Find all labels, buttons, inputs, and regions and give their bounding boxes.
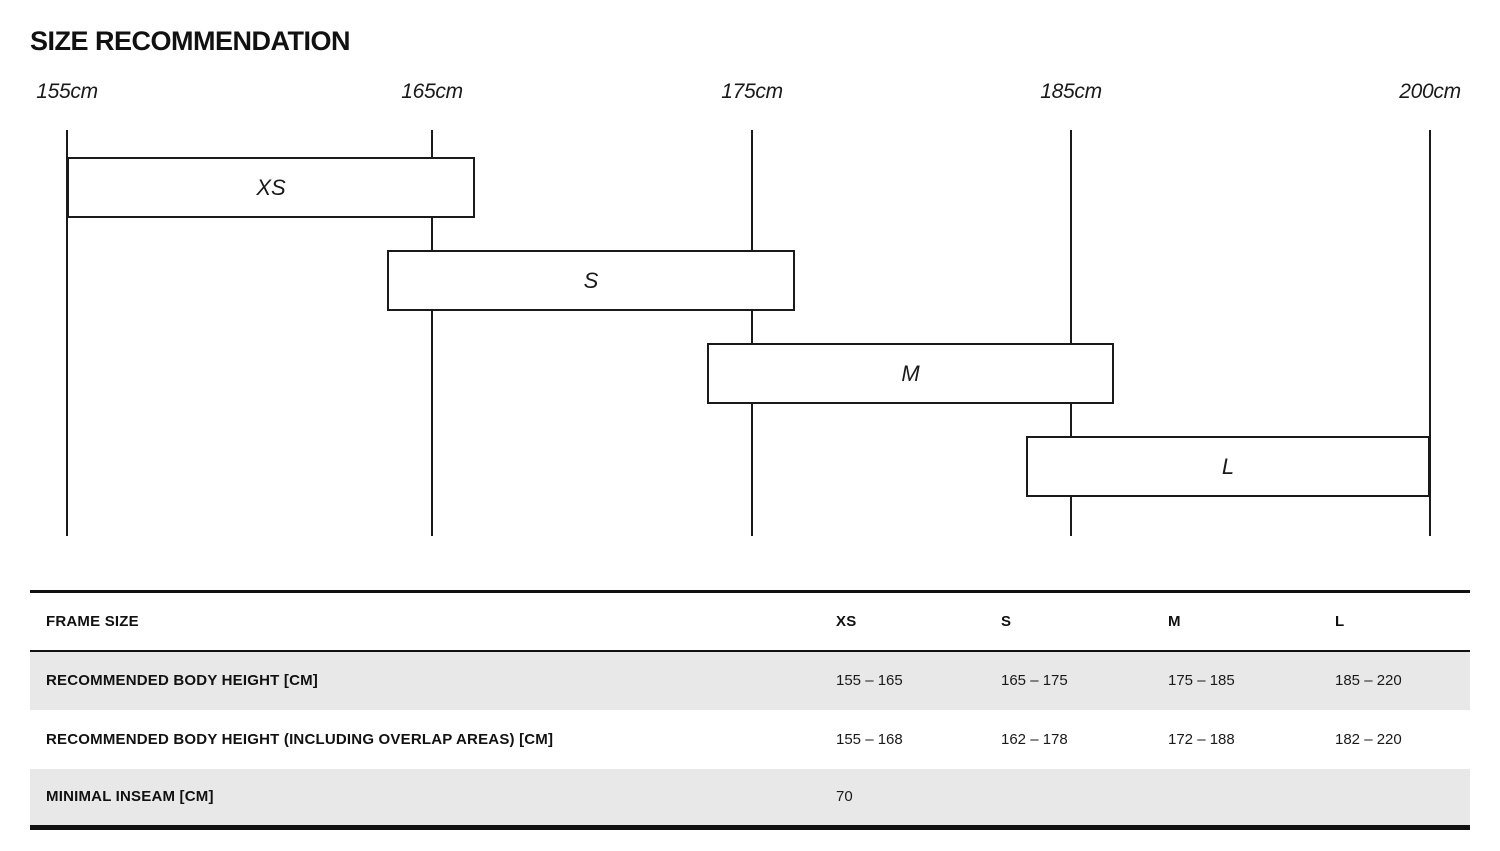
- cell-value: [1168, 769, 1335, 828]
- size-table-body: RECOMMENDED BODY HEIGHT [CM] 155 – 165 165…: [30, 650, 1470, 828]
- size-bar-l: L: [1026, 436, 1430, 497]
- table-row: MINIMAL INSEAM [CM] 70: [30, 768, 1470, 828]
- gridline: [1429, 130, 1431, 536]
- size-bar-label: XS: [256, 174, 286, 200]
- column-header-s: S: [1001, 612, 1012, 630]
- size-table-header: FRAME SIZE XS S M L: [30, 592, 1470, 651]
- size-bar-label: M: [901, 360, 920, 386]
- table-row: RECOMMENDED BODY HEIGHT (INCLUDING OVERL…: [30, 710, 1470, 769]
- row-label: RECOMMENDED BODY HEIGHT [CM]: [46, 672, 318, 689]
- cell-value: [1001, 769, 1168, 828]
- table-row: RECOMMENDED BODY HEIGHT [CM] 155 – 165 165…: [30, 650, 1470, 710]
- cell-value: 172 – 188: [1168, 730, 1235, 748]
- size-bar-s: S: [387, 250, 795, 311]
- cell-value: 70: [836, 788, 853, 806]
- gridline: [431, 130, 433, 536]
- size-bar-xs: XS: [67, 157, 475, 218]
- cell-value: 165 – 175: [1001, 672, 1068, 689]
- size-bar-label: S: [583, 267, 599, 293]
- gridline: [1070, 130, 1072, 536]
- size-bar-m: M: [707, 343, 1114, 404]
- column-header-l: L: [1335, 612, 1345, 630]
- page-title: SIZE RECOMMENDATION: [30, 26, 351, 56]
- table-header-row: FRAME SIZE XS S M L: [30, 592, 1470, 651]
- size-bar-label: L: [1221, 453, 1235, 479]
- axis-tick-label: 175cm: [721, 80, 783, 103]
- column-header-frame-size: FRAME SIZE: [46, 612, 139, 630]
- column-header-xs: XS: [836, 612, 857, 630]
- size-table: FRAME SIZE XS S M L RECOMMENDED BODY HEIGHT …: [30, 590, 1470, 830]
- cell-value: 155 – 168: [836, 730, 903, 748]
- cell-value: 185 – 220: [1335, 672, 1402, 689]
- axis-tick-label: 200cm: [1399, 80, 1461, 103]
- axis-tick-label: 155cm: [36, 80, 98, 103]
- gridline: [751, 130, 753, 536]
- cell-value: 155 – 165: [836, 672, 903, 689]
- row-label: RECOMMENDED BODY HEIGHT (INCLUDING OVERL…: [46, 730, 554, 748]
- cell-value: 182 – 220: [1335, 730, 1402, 748]
- cell-value: 175 – 185: [1168, 672, 1235, 689]
- axis-tick-label: 165cm: [401, 80, 463, 103]
- axis-tick-label: 185cm: [1040, 80, 1102, 103]
- cell-value: [1335, 769, 1470, 828]
- cell-value: 162 – 178: [1001, 730, 1068, 748]
- row-label: MINIMAL INSEAM [CM]: [46, 788, 214, 806]
- column-header-m: M: [1168, 612, 1181, 630]
- gridline: [66, 130, 68, 536]
